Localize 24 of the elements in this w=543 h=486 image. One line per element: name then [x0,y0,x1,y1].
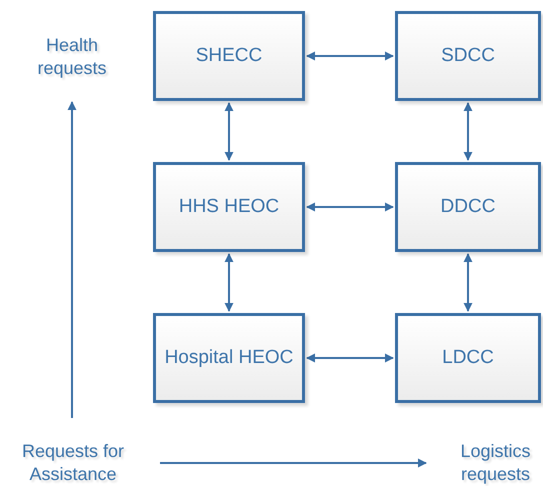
node-label: SDCC [440,44,496,68]
process-box [395,313,541,403]
arrow [224,253,234,312]
arrow [464,102,472,161]
arrow [464,253,472,312]
arrow [306,52,394,60]
process-box [153,162,305,252]
arrow [224,102,234,161]
process-box [153,313,305,403]
node-label: HHS HEOC [178,195,280,219]
node-label: DDCC [440,195,496,219]
arrow [160,458,427,468]
flow-label: Requests for Assistance [20,440,126,486]
process-box [153,11,305,101]
flow-label: Health requests [36,34,108,80]
arrow [306,202,394,212]
arrow [68,101,76,418]
arrow [306,354,394,362]
process-box [395,11,541,101]
flow-label: Logistics requests [459,440,532,486]
process-box [395,162,541,252]
node-label: LDCC [441,346,495,370]
node-label: SHECC [194,44,264,68]
node-label: Hospital HEOC [164,346,294,370]
